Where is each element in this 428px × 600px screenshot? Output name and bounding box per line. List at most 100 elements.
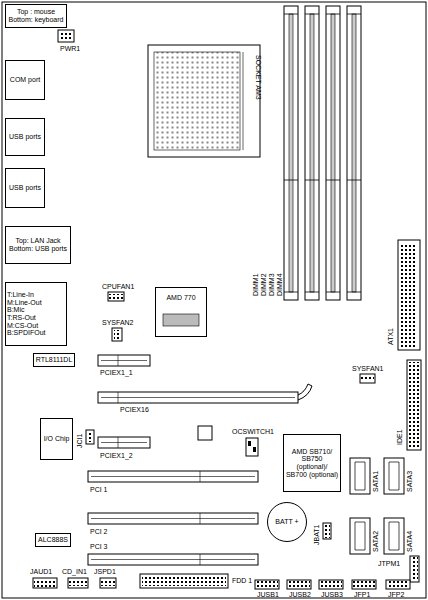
slot-label: PCIEX1_1	[100, 369, 133, 376]
board-part	[253, 447, 256, 452]
board-part	[331, 14, 335, 292]
connector-label: JUSB3	[321, 591, 343, 598]
connector-label: SATA3	[406, 471, 413, 492]
connector-label: PWR1	[60, 45, 80, 52]
connector-label: CD_IN1	[62, 568, 87, 575]
part-text: Top: LAN Jack Bottom: USB ports	[7, 237, 69, 252]
board-part	[284, 14, 361, 292]
part-text: I/O Chip	[44, 435, 70, 443]
slot-label: PCIEX1_2	[100, 452, 133, 459]
board-part	[386, 580, 410, 589]
usb-port: USB ports	[5, 118, 45, 156]
usb-port: USB ports	[5, 168, 45, 208]
audio-jacks: T:Line-In M:Line-Out B:Mic T:RS-Out M:CS…	[5, 282, 67, 346]
part-text: AMD SB710/ SB750 (optional)/ SB700 (opti…	[285, 448, 339, 479]
part-text: BATT +	[275, 518, 298, 526]
slot-label: PCI 3	[90, 543, 108, 550]
board-part	[243, 52, 244, 150]
board-part	[323, 523, 331, 539]
board-part	[86, 430, 94, 444]
jumper-label: JBAT1	[313, 525, 320, 546]
board-part	[33, 578, 57, 588]
audio-chip: ALC888S	[35, 533, 71, 547]
board-part	[154, 52, 240, 150]
connector-label: SATA4	[406, 531, 413, 552]
slot-label: DIMM2	[260, 273, 267, 296]
board-part	[118, 355, 200, 565]
connector-label: JFP2	[388, 591, 404, 598]
slot-label: PCIEX16	[120, 406, 149, 413]
part-text: USB ports	[9, 133, 41, 141]
board-part	[58, 30, 74, 42]
board-part	[410, 556, 419, 582]
board-part	[350, 518, 370, 554]
board-part	[34, 576, 409, 588]
board-part	[347, 6, 361, 300]
board-part	[298, 384, 312, 400]
board-part	[91, 361, 295, 560]
board-part	[101, 580, 115, 586]
board-part	[289, 14, 293, 292]
ps2-port: Top : mouse Bottom: keyboard	[5, 4, 67, 28]
board-part	[411, 557, 418, 581]
board-part	[198, 426, 212, 440]
connector-label: JAUD1	[30, 568, 52, 575]
board-part	[284, 180, 361, 181]
battery: BATT +	[267, 502, 307, 542]
lan-chip: RTL8111DL	[33, 353, 75, 367]
board-part	[352, 14, 356, 292]
board-part	[409, 362, 419, 448]
board-part	[68, 578, 88, 588]
slot-label: PCI 2	[90, 528, 108, 535]
board-part	[246, 438, 258, 456]
board-part	[353, 581, 375, 588]
slot-label: PCI 1	[90, 486, 108, 493]
board-part	[288, 581, 310, 588]
board-part	[287, 580, 311, 589]
board-part	[305, 6, 319, 300]
connector-label: FDD 1	[232, 577, 252, 584]
board-part	[387, 581, 409, 588]
board-part	[33, 574, 410, 589]
board-part	[34, 579, 56, 587]
slot-label: DIMM4	[276, 273, 283, 296]
part-text: ALC888S	[38, 536, 68, 544]
part-text: COM port	[10, 76, 40, 84]
board-part	[148, 45, 260, 157]
board-part	[69, 580, 87, 586]
switch-label: OCSWITCH1	[232, 428, 274, 435]
northbridge-chip: AMD 770	[155, 287, 207, 337]
board-part	[100, 578, 116, 588]
board-part	[398, 240, 420, 350]
board-part	[256, 581, 278, 588]
board-part	[320, 581, 342, 588]
board-part	[114, 330, 120, 339]
board-part	[326, 6, 340, 300]
connector-label: JUSB1	[257, 591, 279, 598]
connector-label: SATA1	[372, 471, 379, 492]
board-part	[109, 294, 123, 299]
com-port: COM port	[5, 60, 45, 100]
board-part	[91, 355, 312, 565]
board-part	[112, 328, 122, 341]
slot-label: DIMM3	[268, 273, 275, 296]
connector-label: SATA2	[372, 531, 379, 552]
board-part	[248, 441, 251, 446]
lan-usb-port: Top: LAN Jack Bottom: USB ports	[5, 226, 71, 264]
part-text: AMD 770	[166, 294, 195, 302]
connector-label: IDE1	[396, 429, 403, 445]
board-part	[284, 6, 361, 300]
connector-label: SYSFAN2	[102, 319, 134, 326]
board-part	[255, 580, 279, 589]
board-part	[88, 355, 298, 565]
board-part	[350, 458, 370, 494]
southbridge-chip: AMD SB710/ SB750 (optional)/ SB700 (opti…	[283, 434, 341, 492]
board-part	[360, 374, 375, 383]
connector-label: JTPM1	[378, 560, 400, 567]
connector-label: JFP1	[354, 591, 370, 598]
board-part	[384, 458, 404, 494]
board-part	[140, 574, 228, 588]
part-text: USB ports	[9, 184, 41, 192]
